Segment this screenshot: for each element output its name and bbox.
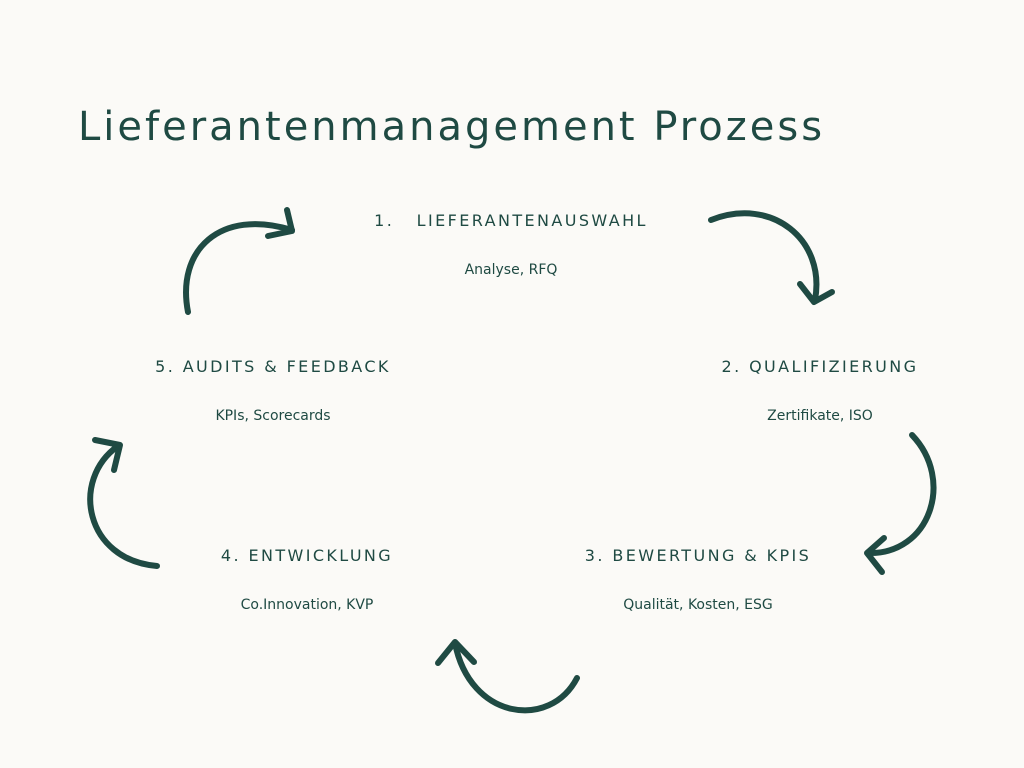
step-4: 4. ENTWICKLUNG Co.Innovation, KVP [157,546,457,613]
step-heading: 2. QUALIFIZIERUNG [721,357,919,376]
arrow-5-to-1-icon [183,207,295,315]
arrow-4-to-5-icon [87,437,160,569]
step-subtitle: Zertifikate, ISO [767,408,873,424]
step-subtitle: Co.Innovation, KVP [240,597,374,613]
arrow-1-to-2-icon [708,210,835,305]
step-subtitle: KPIs, Scorecards [215,408,331,424]
step-1: 1. LIEFERANTENAUSWAHL Analyse, RFQ [361,211,661,278]
arrow-2-to-3-icon [864,432,937,575]
step-heading: 1. LIEFERANTENAUSWAHL [374,211,648,230]
arrow-3-to-4-icon [435,639,580,714]
step-subtitle: Qualität, Kosten, ESG [623,597,773,613]
step-2: 2. QUALIFIZIERUNG Zertifikate, ISO [670,357,970,424]
step-subtitle: Analyse, RFQ [464,262,558,278]
step-5: 5. AUDITS & FEEDBACK KPIs, Scorecards [123,357,423,424]
step-heading: 4. ENTWICKLUNG [220,546,394,565]
step-heading: 5. AUDITS & FEEDBACK [155,357,391,376]
step-heading: 3. BEWERTUNG & KPIS [584,546,812,565]
page-title: Lieferantenmanagement Prozess [78,104,826,150]
step-3: 3. BEWERTUNG & KPIS Qualität, Kosten, ES… [548,546,848,613]
